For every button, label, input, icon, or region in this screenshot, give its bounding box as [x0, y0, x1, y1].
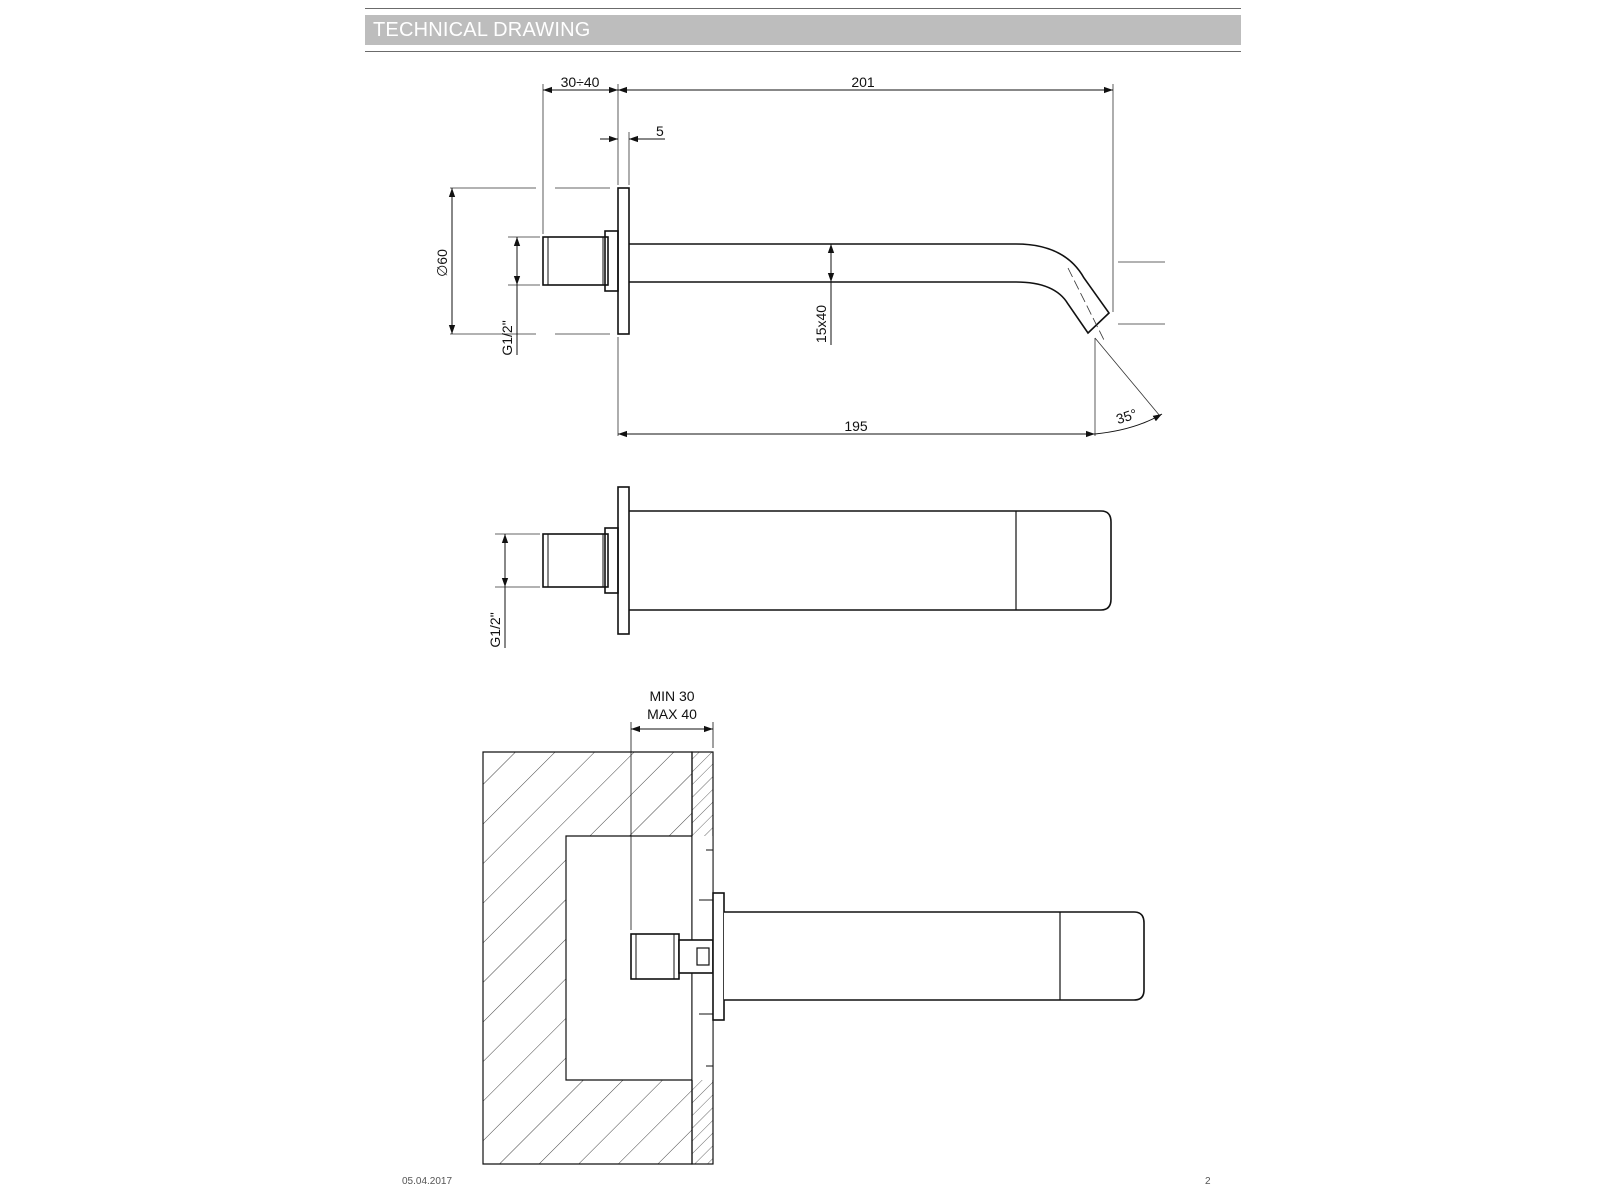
footer-date: 05.04.2017	[402, 1176, 453, 1187]
connector-nut	[542, 236, 609, 286]
dim-arc-angle	[1094, 413, 1163, 435]
label-min: MIN 30	[649, 688, 694, 704]
label-length-overall: 201	[851, 74, 875, 90]
connector-collar-side	[604, 527, 619, 594]
wall-plate-side	[617, 486, 630, 635]
concealed-connector	[630, 933, 680, 980]
label-section: 15x40	[813, 305, 829, 343]
header-top-rule	[365, 8, 1241, 9]
label-diameter: ∅60	[434, 249, 450, 277]
label-wall-depth: 30÷40	[561, 74, 600, 90]
connector-collar	[604, 230, 619, 292]
installation-view: MIN 30 MAX 40	[482, 688, 1145, 1165]
label-length-base: 195	[844, 418, 868, 434]
label-plate: 5	[656, 123, 664, 139]
wall-plate-installed	[712, 892, 725, 1021]
label-thread-side: G1/2"	[487, 612, 503, 647]
spout-body-side	[629, 510, 1112, 611]
concealed-sleeve	[678, 939, 714, 974]
header-title: TECHNICAL DRAWING	[373, 19, 591, 41]
label-thread-top: G1/2"	[499, 320, 515, 355]
label-angle: 35°	[1114, 405, 1139, 427]
side-view	[495, 486, 1112, 648]
wall-section	[482, 751, 693, 1165]
label-max: MAX 40	[647, 706, 697, 722]
spout-body	[629, 243, 1111, 335]
connector-nut-side	[542, 533, 609, 588]
spout-body-installed	[724, 911, 1145, 1001]
top-view-labels: 30÷40 201 5 ∅60 G1/2" 15x40 195 35°	[434, 74, 1139, 434]
footer-page-number: 2	[1205, 1176, 1211, 1187]
header-bottom-rule	[365, 51, 1241, 52]
wall-plate	[617, 187, 630, 335]
top-view	[448, 84, 1165, 438]
header-bar: TECHNICAL DRAWING	[365, 15, 1241, 45]
